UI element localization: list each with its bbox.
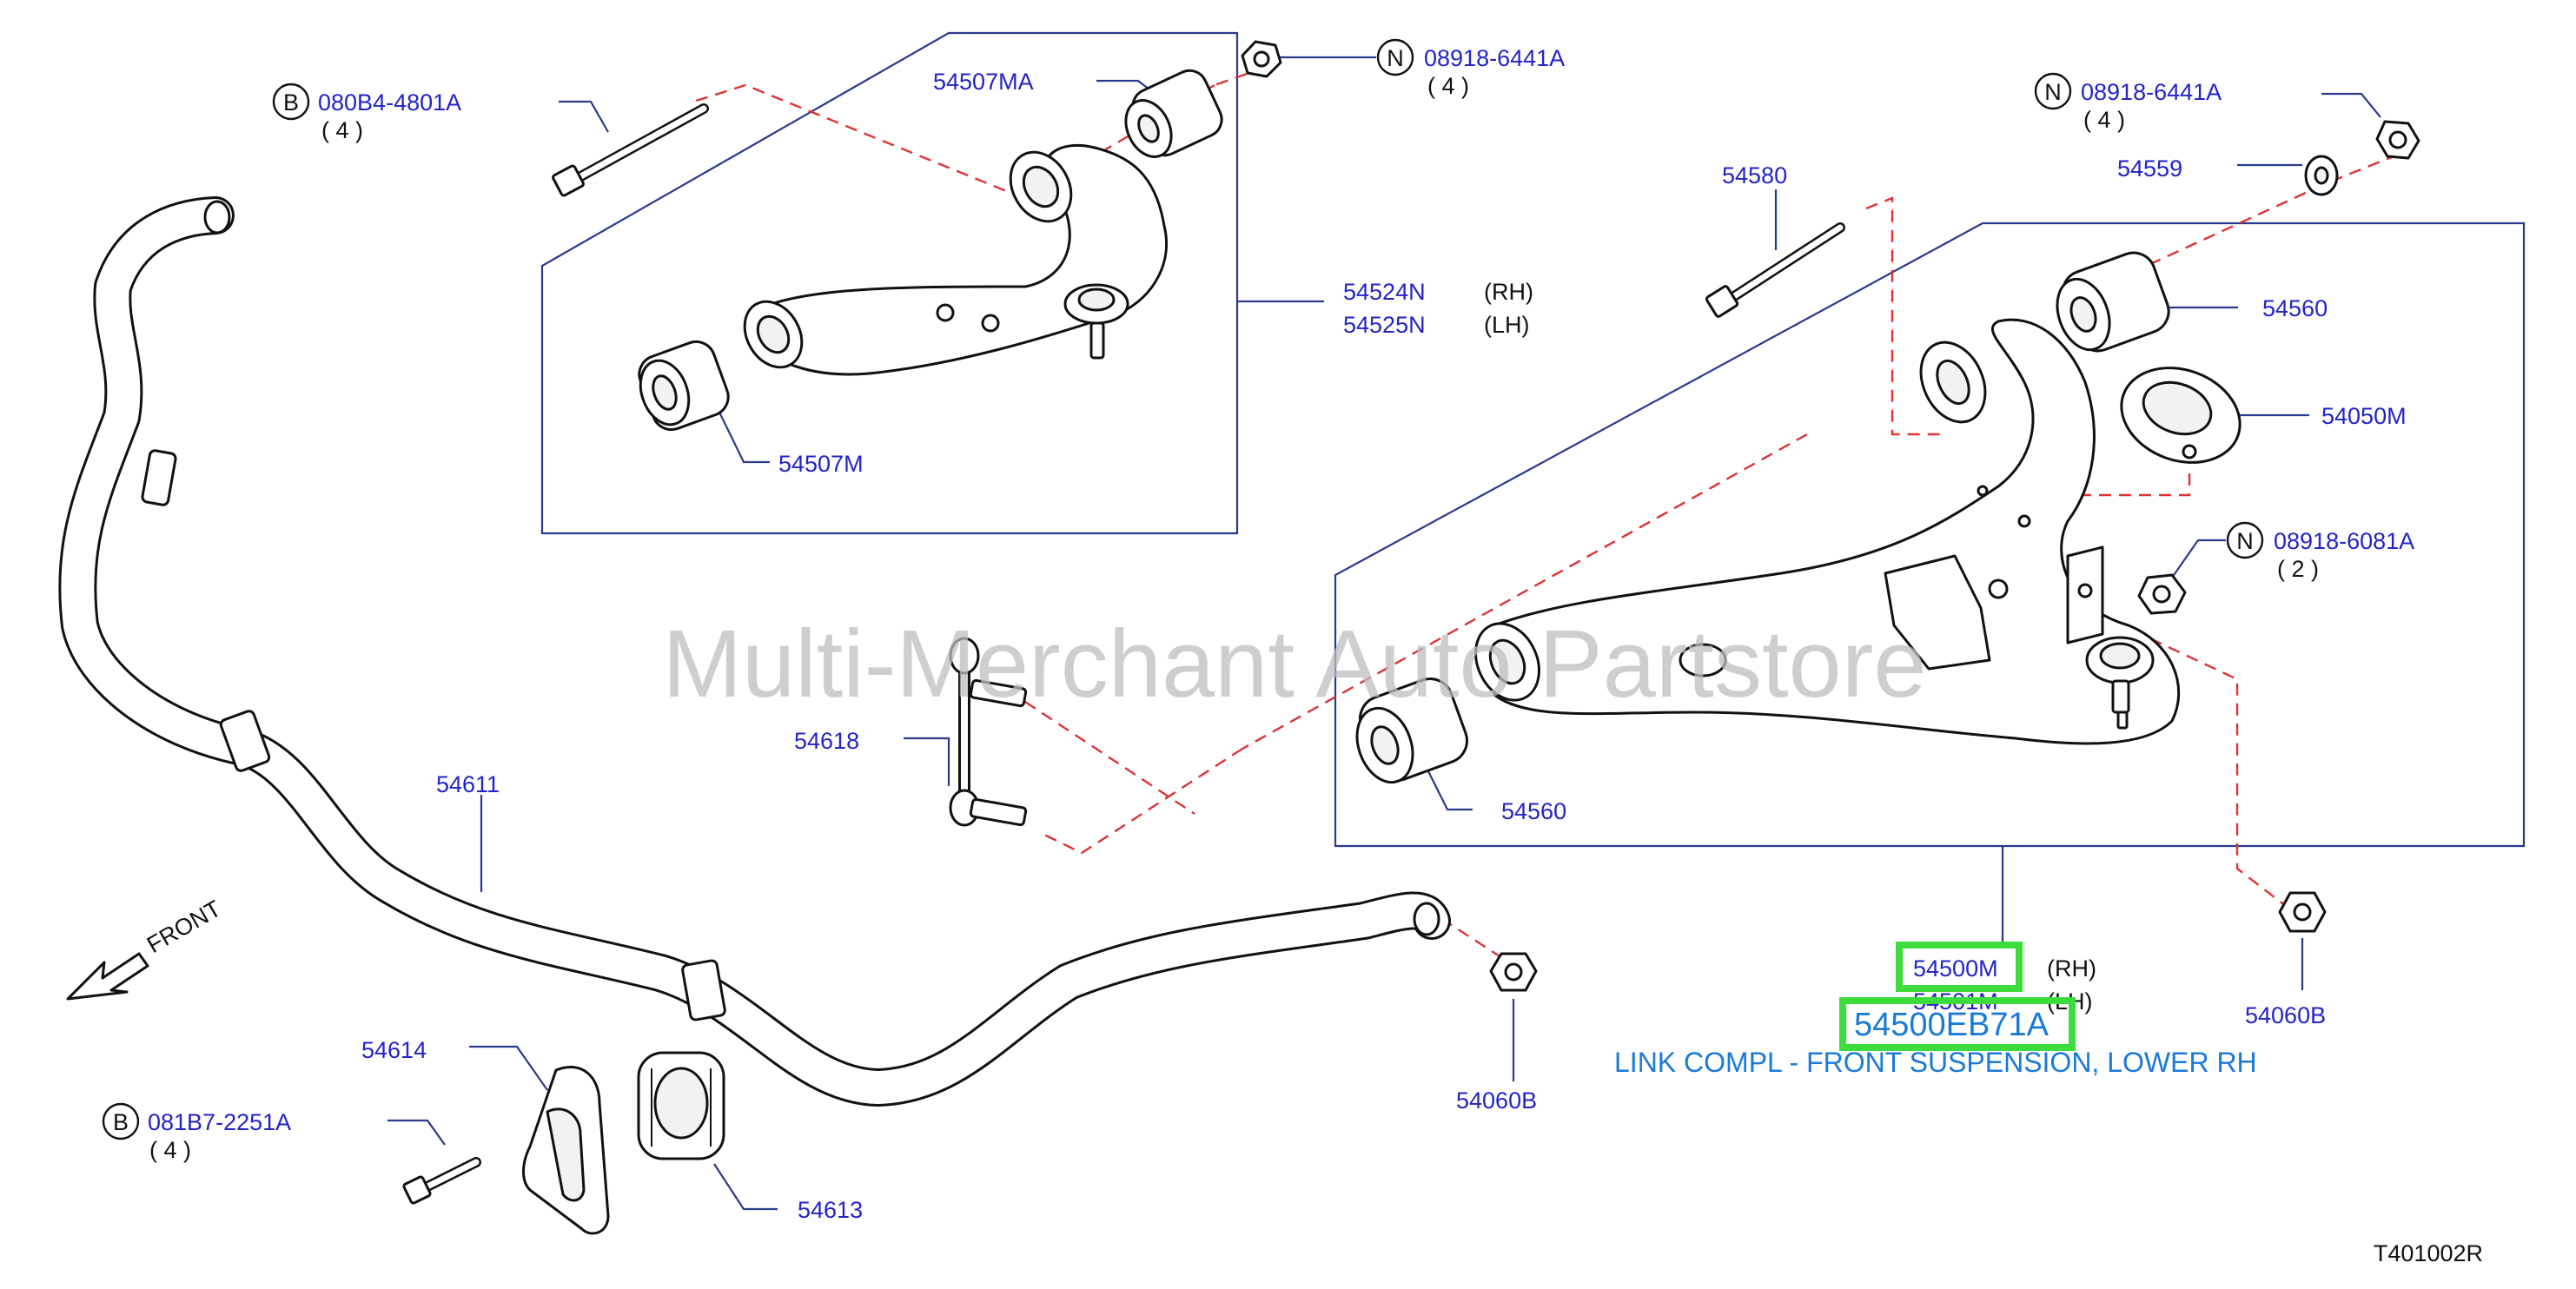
- stabilizer-link: [949, 637, 1028, 827]
- lower-control-arm: [1355, 120, 2420, 784]
- label-54559: 54559: [2117, 155, 2182, 182]
- label-n1-qty: ( 4 ): [1427, 73, 1469, 99]
- circle-b1: [272, 83, 310, 121]
- highlighted-part-number[interactable]: 54500EB71A: [1854, 1007, 2050, 1043]
- cover-54050m: [2120, 367, 2242, 464]
- label-n3-qty: ( 2 ): [2277, 556, 2319, 582]
- front-arrow-icon: [66, 952, 149, 1001]
- label-54060b-right: 54060B: [2245, 1002, 2326, 1028]
- circle-n1: [1376, 38, 1414, 76]
- label-54524n: 54524N: [1343, 279, 1426, 305]
- label-54507m: 54507M: [778, 451, 864, 477]
- nut-right: [2375, 120, 2420, 160]
- upper-arm-box: [540, 31, 1239, 535]
- label-54507ma: 54507MA: [933, 69, 1034, 95]
- n3-letter: N: [2236, 528, 2254, 554]
- label-54618: 54618: [794, 728, 859, 754]
- label-54525n: 54525N: [1343, 312, 1426, 338]
- label-b2-code: 081B7-2251A: [148, 1109, 291, 1135]
- label-n2-qty: ( 4 ): [2083, 107, 2125, 133]
- stabilizer-bar: [58, 196, 1451, 1107]
- label-54050m: 54050M: [2321, 403, 2407, 429]
- label-n2-code: 08918-6441A: [2081, 79, 2222, 105]
- label-54060b-left: 54060B: [1456, 1087, 1537, 1114]
- label-b1-qty: ( 4 ): [321, 117, 363, 143]
- n1-letter: N: [1387, 45, 1404, 71]
- nut-54060b-left: [1489, 952, 1538, 992]
- label-54613: 54613: [798, 1197, 863, 1223]
- b2-letter: B: [113, 1109, 129, 1135]
- label-b2-qty: ( 4 ): [149, 1137, 191, 1163]
- circle-b2: [102, 1102, 140, 1140]
- label-b1-code: 080B4-4801A: [318, 89, 461, 116]
- n2-letter: N: [2044, 79, 2062, 105]
- upper-control-arm: [552, 40, 1282, 432]
- bushing-54507m: [638, 340, 730, 432]
- highlight-box-part-number: [1839, 997, 2076, 1051]
- watermark: Multi-Merchant Auto Partstore: [662, 611, 1926, 717]
- washer-54559: [2304, 155, 2339, 196]
- clamp-54614: [522, 1065, 610, 1235]
- bushing-54507ma: [1124, 69, 1223, 158]
- nut-54060b-right: [2278, 891, 2327, 933]
- nut-top: [1241, 40, 1282, 78]
- label-n1-code: 08918-6441A: [1424, 45, 1565, 71]
- label-54611: 54611: [436, 771, 500, 797]
- diagram-code: T401002R: [2374, 1240, 2483, 1266]
- label-54524n-side: (RH): [1484, 279, 1533, 305]
- label-54580: 54580: [1722, 162, 1787, 188]
- label-54560-top: 54560: [2262, 295, 2328, 321]
- b1-letter: B: [283, 89, 299, 116]
- bushing-54560-bottom: [1355, 678, 1468, 784]
- label-54500m-side: (RH): [2047, 955, 2096, 982]
- label-54500m: 54500M: [1913, 955, 1998, 982]
- bolt-080b4: [552, 103, 709, 197]
- label-54525n-side: (LH): [1484, 312, 1530, 338]
- alignment-lines: [690, 72, 2409, 966]
- label-54614: 54614: [361, 1037, 427, 1063]
- circle-n2: [2034, 72, 2072, 110]
- highlighted-part-description: LINK COMPL - FRONT SUSPENSION, LOWER RH: [1614, 1047, 2257, 1078]
- highlight-box-54500m: [1896, 942, 2023, 992]
- label-54560-bottom: 54560: [1501, 798, 1566, 824]
- bushing-54560-top: [2056, 251, 2170, 353]
- front-label: FRONT: [142, 896, 226, 958]
- bolt-081b7: [402, 1157, 481, 1205]
- bushing-54613: [637, 1051, 725, 1160]
- bolt-54580: [1705, 222, 1845, 318]
- label-n3-code: 08918-6081A: [2274, 528, 2414, 554]
- nut-6081a: [2137, 573, 2187, 615]
- circle-n3: [2226, 521, 2264, 559]
- lower-arm-box: [1334, 221, 2526, 848]
